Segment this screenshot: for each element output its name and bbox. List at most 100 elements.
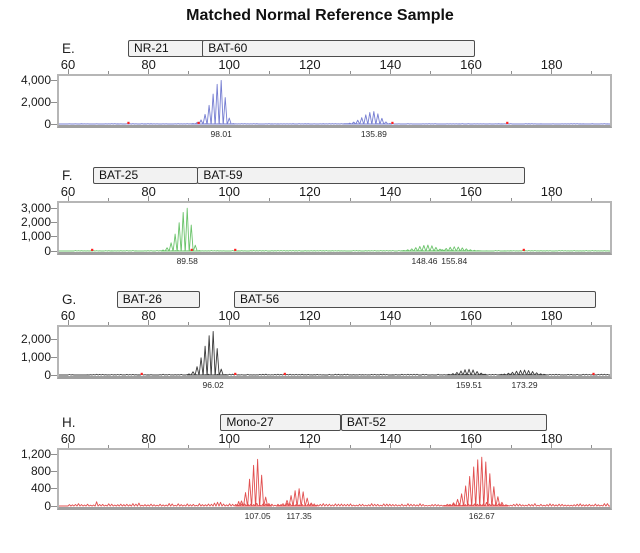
x-tick-label: 140 <box>379 57 402 72</box>
panel-letter: E. <box>62 41 75 56</box>
y-tick <box>51 222 57 224</box>
panel-letter: H. <box>62 415 76 430</box>
artifact-dot <box>391 121 394 124</box>
y-tick-label: 0 <box>44 367 51 382</box>
x-tick-label: 100 <box>218 431 241 446</box>
x-tick-label: 160 <box>460 184 482 199</box>
x-minor-tick <box>349 322 351 325</box>
plot-area <box>57 325 612 379</box>
x-major-tick <box>309 69 311 74</box>
marker-range-box: BAT-60 <box>202 40 476 57</box>
x-minor-tick <box>430 445 432 448</box>
marker-range-box: BAT-59 <box>197 167 525 184</box>
x-tick-label: 60 <box>60 57 76 72</box>
x-minor-tick <box>188 445 190 448</box>
y-tick-label: 1,000 <box>20 229 51 244</box>
x-major-tick <box>389 196 391 201</box>
x-minor-tick <box>591 322 593 325</box>
x-major-tick <box>67 196 69 201</box>
x-minor-tick <box>269 445 270 448</box>
x-major-tick <box>470 196 472 201</box>
x-tick-label: 180 <box>540 308 563 323</box>
electropherogram-trace <box>59 79 610 125</box>
x-tick-label: 100 <box>218 308 241 323</box>
x-minor-tick <box>591 71 593 74</box>
peak-size-label: 173.29 <box>511 380 538 390</box>
x-minor-tick <box>269 71 270 74</box>
x-major-tick <box>470 320 472 325</box>
peak-size-label: 117.35 <box>286 511 312 521</box>
x-tick-label: 120 <box>298 57 321 72</box>
x-tick-label: 180 <box>540 184 563 199</box>
x-major-tick <box>551 196 553 201</box>
marker-range-box: BAT-25 <box>92 167 198 184</box>
x-minor-tick <box>510 445 512 448</box>
plot-area <box>57 448 612 510</box>
y-tick <box>51 79 57 81</box>
peak-size-label: 162.67 <box>468 511 495 521</box>
x-tick-label: 140 <box>379 431 402 446</box>
x-minor-tick <box>430 198 432 201</box>
marker-range-box: NR-21 <box>128 40 205 57</box>
artifact-dot <box>197 121 200 124</box>
x-major-tick <box>148 196 150 201</box>
y-tick-label: 2,000 <box>20 332 51 347</box>
electropherogram-trace <box>59 207 610 252</box>
marker-label: BAT-56 <box>240 292 280 306</box>
x-tick-label: 160 <box>460 308 482 323</box>
x-minor-tick <box>510 198 512 201</box>
x-tick-label: 160 <box>460 57 482 72</box>
x-minor-tick <box>188 71 190 74</box>
peak-size-label: 155.84 <box>441 256 468 266</box>
x-tick-label: 60 <box>60 184 76 199</box>
x-minor-tick <box>188 322 190 325</box>
x-minor-tick <box>430 322 432 325</box>
x-minor-tick <box>349 71 351 74</box>
y-tick <box>51 505 57 507</box>
x-major-tick <box>551 320 553 325</box>
marker-label: BAT-59 <box>203 168 243 182</box>
x-major-tick <box>389 69 391 74</box>
y-tick-label: 0 <box>44 243 51 258</box>
x-major-tick <box>309 196 311 201</box>
x-tick-label: 60 <box>60 308 76 323</box>
x-tick-label: 80 <box>141 308 156 323</box>
x-major-tick <box>551 443 553 448</box>
y-tick <box>51 488 57 490</box>
artifact-dot <box>506 121 509 124</box>
x-tick-label: 140 <box>379 308 402 323</box>
y-tick <box>51 453 57 455</box>
x-tick-label: 180 <box>540 431 563 446</box>
x-minor-tick <box>430 71 432 74</box>
y-tick-label: 1,200 <box>20 446 51 461</box>
artifact-dot <box>234 248 237 251</box>
x-minor-tick <box>591 198 593 201</box>
x-major-tick <box>148 443 150 448</box>
x-minor-tick <box>188 198 190 201</box>
artifact-dot <box>91 248 94 251</box>
peak-size-label: 89.58 <box>176 256 198 266</box>
peak-size-label: 148.46 <box>411 256 438 266</box>
peak-size-label: 135.89 <box>360 129 387 139</box>
marker-label: Mono-27 <box>226 415 274 429</box>
peak-size-label: 159.51 <box>456 380 483 390</box>
marker-label: BAT-26 <box>122 292 162 306</box>
y-tick <box>51 374 57 376</box>
x-major-tick <box>309 443 311 448</box>
x-major-tick <box>228 69 230 74</box>
x-major-tick <box>309 320 311 325</box>
plot-area <box>57 74 612 128</box>
artifact-dot <box>190 248 193 251</box>
x-tick-label: 120 <box>298 308 321 323</box>
y-tick <box>51 236 57 238</box>
x-major-tick <box>389 443 391 448</box>
x-tick-label: 80 <box>141 57 156 72</box>
x-tick-label: 160 <box>460 431 482 446</box>
marker-label: BAT-25 <box>98 168 139 182</box>
y-tick <box>51 250 57 252</box>
marker-label: BAT-60 <box>208 41 248 55</box>
marker-range-box: Mono-27 <box>220 414 341 431</box>
x-major-tick <box>67 69 69 74</box>
